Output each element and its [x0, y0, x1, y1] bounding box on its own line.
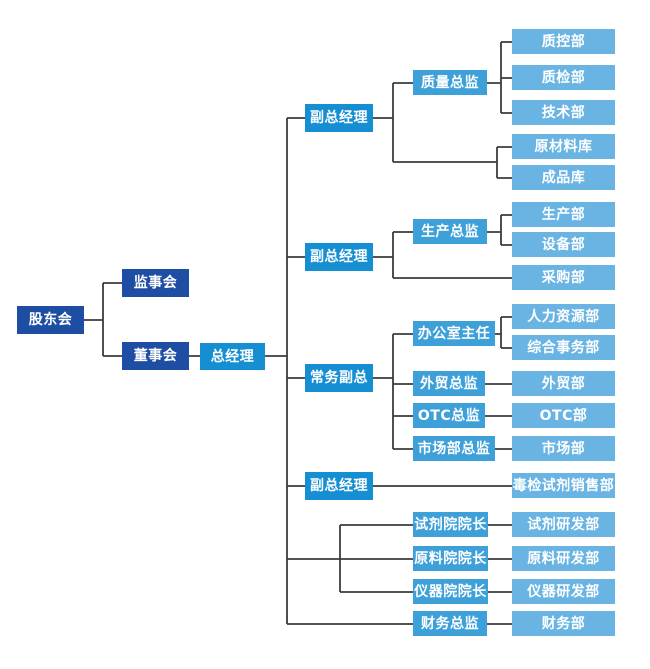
org-node-instrument-institute-dean: 仪器院院长: [413, 579, 488, 604]
org-node-material-institute-dean: 原料院院长: [413, 546, 488, 571]
org-node-trade-dept: 外贸部: [512, 371, 615, 396]
org-node-board-of-directors: 董事会: [122, 342, 189, 370]
org-node-otc-dept: OTC部: [512, 403, 615, 428]
org-node-office-director: 办公室主任: [413, 321, 495, 346]
org-node-general-affairs-dept: 综合事务部: [512, 335, 615, 360]
org-node-production-dept: 生产部: [512, 202, 615, 227]
org-node-trade-director: 外贸总监: [413, 371, 485, 396]
org-node-market-dept: 市场部: [512, 436, 615, 461]
org-node-instrument-rd-dept: 仪器研发部: [512, 579, 615, 604]
org-node-purchasing-dept: 采购部: [512, 265, 615, 290]
org-node-deputy-gm-quality: 副总经理: [305, 104, 373, 132]
org-node-shareholders: 股东会: [17, 306, 84, 334]
org-node-inspection-dept: 质检部: [512, 65, 615, 90]
org-node-general-manager: 总经理: [200, 343, 265, 370]
org-node-otc-director: OTC总监: [413, 403, 485, 428]
org-node-finished-goods-warehouse: 成品库: [512, 165, 615, 190]
org-node-market-director: 市场部总监: [413, 436, 495, 461]
org-node-deputy-gm-sales: 副总经理: [305, 472, 373, 500]
org-node-tech-dept: 技术部: [512, 100, 615, 125]
org-node-hr-dept: 人力资源部: [512, 304, 615, 329]
org-node-equipment-dept: 设备部: [512, 232, 615, 257]
org-node-deputy-gm-production: 副总经理: [305, 243, 373, 271]
org-node-material-rd-dept: 原料研发部: [512, 546, 615, 571]
org-node-finance-director: 财务总监: [413, 611, 487, 636]
org-node-reagent-rd-dept: 试剂研发部: [512, 512, 615, 537]
org-node-reagent-institute-dean: 试剂院院长: [413, 512, 488, 537]
org-node-finance-dept: 财务部: [512, 611, 615, 636]
org-node-supervisory-board: 监事会: [122, 269, 189, 297]
org-node-raw-material-warehouse: 原材料库: [512, 134, 615, 159]
org-node-quality-director: 质量总监: [413, 70, 487, 95]
org-node-qc-dept: 质控部: [512, 29, 615, 54]
org-node-toxicology-reagent-sales-dept: 毒检试剂销售部: [512, 473, 615, 498]
org-node-executive-deputy-gm: 常务副总: [305, 364, 373, 392]
org-node-production-director: 生产总监: [413, 219, 487, 244]
